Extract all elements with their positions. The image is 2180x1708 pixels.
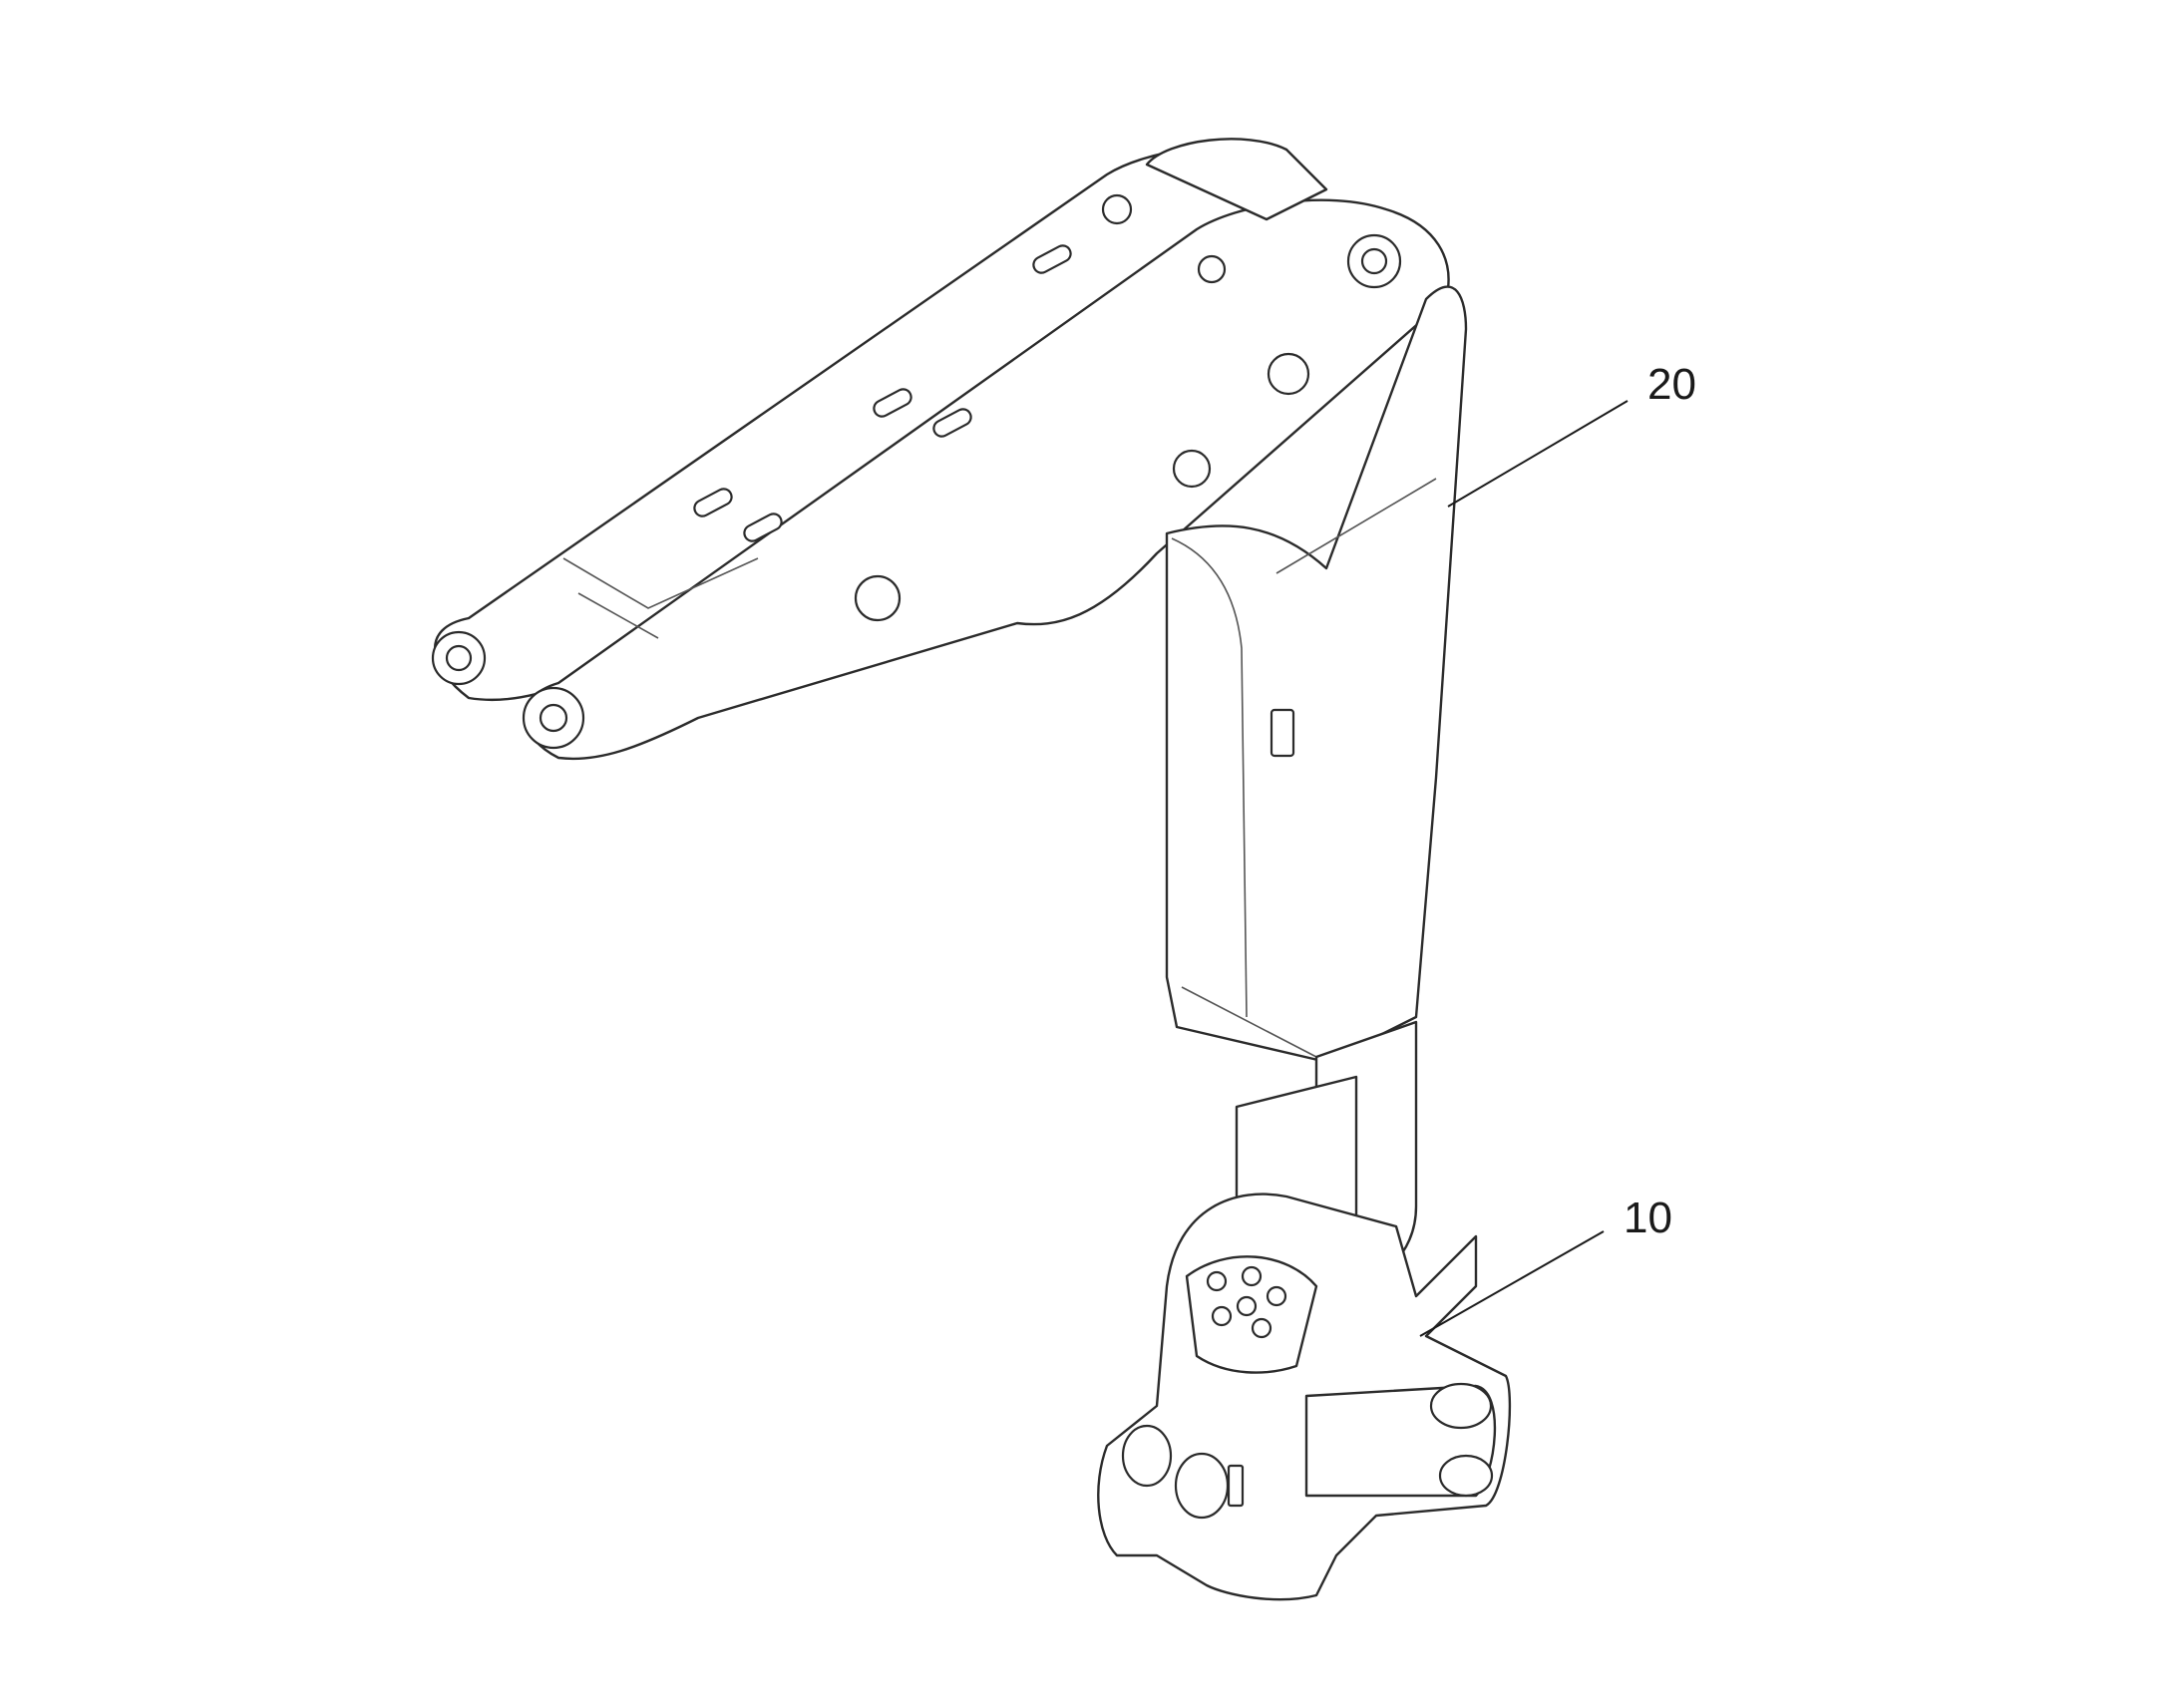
leader-line-20 xyxy=(1447,400,1629,508)
base-bracket-assembly xyxy=(1097,1075,1512,1601)
boom-assembly xyxy=(431,138,1468,1283)
callout-label-10: 10 xyxy=(1624,1194,1672,1242)
leader-line-10 xyxy=(1419,1230,1605,1337)
callout-label-20: 20 xyxy=(1647,360,1696,409)
